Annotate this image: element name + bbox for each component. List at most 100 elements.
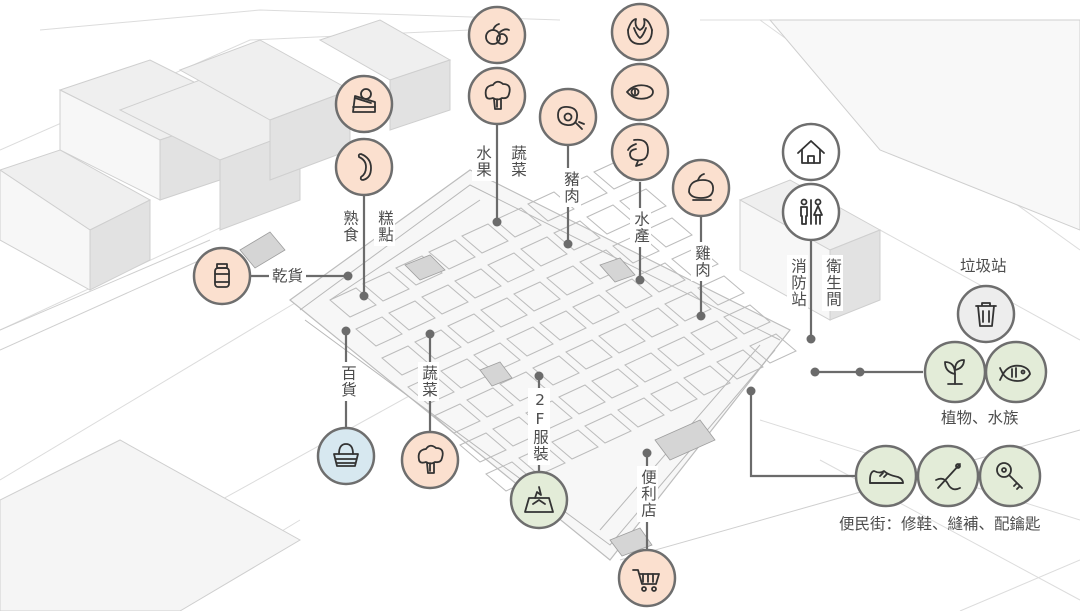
location-pin — [341, 326, 351, 336]
location-pin — [855, 367, 865, 377]
label-seafood: 水產 — [630, 208, 651, 247]
location-pin — [534, 371, 544, 381]
stall-block — [723, 304, 771, 335]
aquarium-fish-icon — [984, 340, 1048, 404]
location-pin — [810, 367, 820, 377]
label-pastry: 糕點 — [374, 207, 395, 246]
stall-block — [355, 316, 403, 347]
label-service-street: 便民街：修鞋、縫補、配鑰匙 — [839, 515, 1041, 533]
stall-block — [697, 275, 745, 306]
stall-block — [329, 287, 377, 318]
stall-block — [683, 365, 731, 396]
label-pork: 豬肉 — [560, 168, 581, 207]
restroom-icon — [781, 182, 841, 242]
roast-chicken-icon — [671, 158, 731, 218]
stall-block — [362, 271, 410, 302]
stall-block — [565, 339, 613, 370]
stall-block — [671, 246, 719, 277]
stall-block — [546, 265, 594, 296]
location-pin — [343, 271, 353, 281]
service-street-line — [749, 391, 856, 478]
stall-block — [650, 381, 698, 412]
label-department-store: 百貨 — [337, 362, 358, 401]
plant-icon — [923, 340, 987, 404]
jar-icon — [192, 246, 252, 306]
label-convenience-store: 便利店 — [637, 466, 658, 522]
stall-block — [631, 307, 679, 338]
meat-icon — [538, 87, 598, 147]
location-pin — [806, 334, 816, 344]
stall-block — [532, 355, 580, 386]
stall-block — [527, 191, 575, 222]
stall-block — [473, 342, 521, 373]
broccoli-icon — [467, 66, 527, 126]
key-icon — [978, 444, 1042, 508]
shoe-icon — [854, 444, 918, 508]
stall-block — [749, 333, 797, 364]
stall-block — [690, 320, 738, 351]
stall-block — [617, 397, 665, 428]
basket-icon — [316, 426, 376, 486]
stall-block — [480, 297, 528, 328]
location-pin — [635, 275, 645, 285]
stall-block — [657, 336, 705, 367]
broccoli-icon — [400, 430, 460, 490]
cabbage-icon — [610, 2, 670, 62]
home-icon — [781, 122, 841, 182]
stall-block — [645, 217, 693, 248]
label-garbage-station: 垃圾站 — [960, 257, 1007, 275]
label-vegetables-top: 蔬菜 — [507, 142, 528, 181]
stall-block — [433, 403, 481, 434]
stall-block — [494, 207, 542, 238]
fruit-icon — [467, 5, 527, 65]
stall-block — [539, 310, 587, 341]
stall-block — [454, 268, 502, 299]
cake-icon — [334, 74, 394, 134]
stall-block — [459, 432, 507, 463]
stall-block — [716, 349, 764, 380]
stall-block — [551, 429, 599, 460]
shopping-cart-icon — [617, 548, 677, 608]
stall-block — [513, 281, 561, 312]
stall-block — [421, 284, 469, 315]
location-pin — [563, 239, 573, 249]
stall-block — [466, 387, 514, 418]
stall-block — [584, 413, 632, 444]
label-chicken: 雞肉 — [691, 242, 712, 281]
label-plants-aquarium: 植物、水族 — [941, 409, 1019, 427]
stall-block — [558, 384, 606, 415]
shrimp-icon — [610, 122, 670, 182]
stall-block — [572, 294, 620, 325]
stall-block — [664, 291, 712, 322]
fish-icon — [610, 62, 670, 122]
location-pin — [746, 386, 756, 396]
label-dry-goods: 乾貨 — [269, 267, 307, 286]
location-pin — [492, 217, 502, 227]
stall-block — [428, 239, 476, 270]
label-vegetables-bottom: 蔬菜 — [418, 362, 439, 401]
label-fruit: 水果 — [472, 142, 493, 181]
label-deli: 熟食 — [339, 207, 360, 246]
stall-block — [624, 352, 672, 383]
stall-block — [598, 323, 646, 354]
sewing-icon — [916, 444, 980, 508]
stall-block — [447, 313, 495, 344]
stall-block — [591, 368, 639, 399]
label-restroom: 衛生間 — [822, 255, 843, 311]
clothing-icon — [509, 470, 569, 530]
stall-block — [506, 326, 554, 357]
stall-block — [520, 236, 568, 267]
label-2f-clothing: 2F服裝 — [528, 388, 550, 465]
stall-block — [388, 300, 436, 331]
location-pin — [425, 329, 435, 339]
label-fire-station: 消防站 — [787, 255, 808, 311]
location-pin — [642, 448, 652, 458]
stall-block — [605, 278, 653, 309]
sausage-icon — [334, 137, 394, 197]
stall-block — [487, 252, 535, 283]
location-pin — [359, 291, 369, 301]
stall-block — [461, 223, 509, 254]
